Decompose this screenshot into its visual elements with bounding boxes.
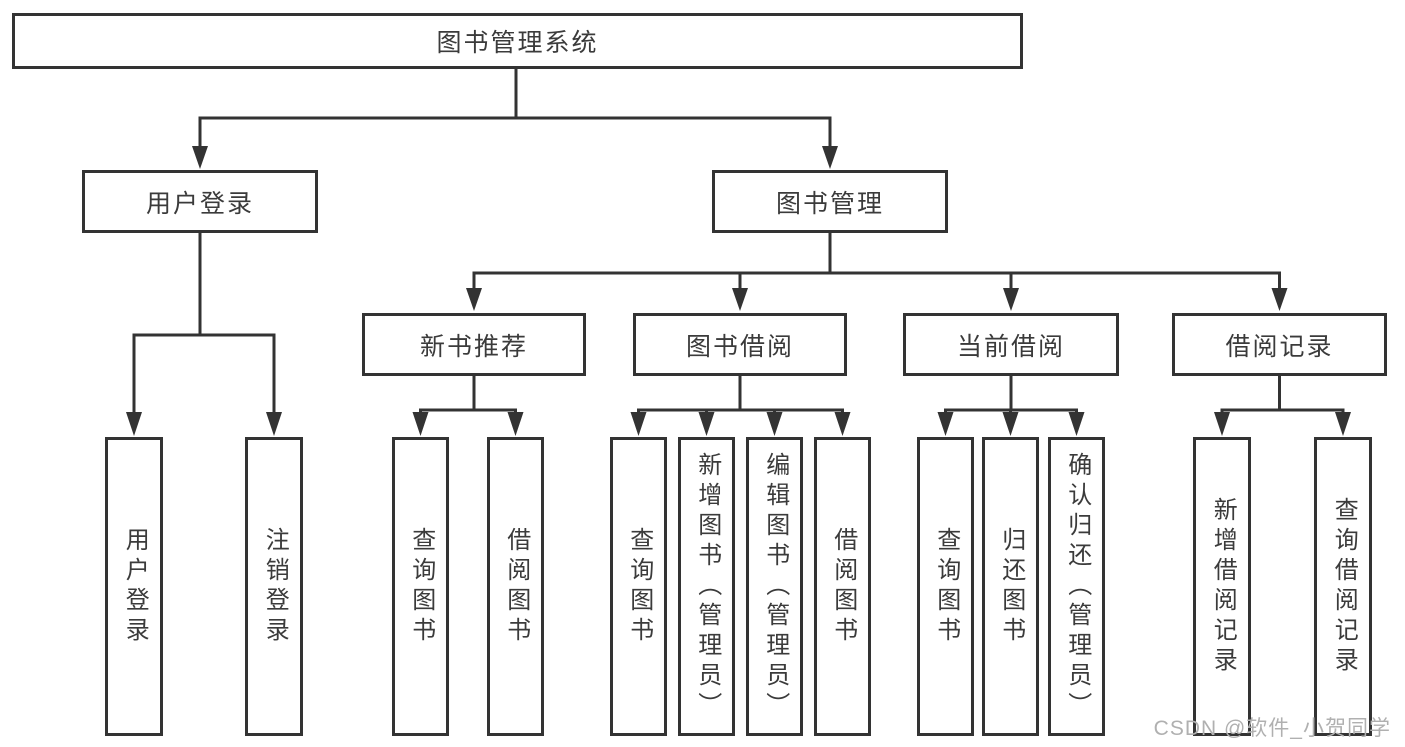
leaf-br-add-record: 新增借阅记录: [1193, 437, 1251, 736]
leaf-bb-borrow-books-label: 借阅图书: [829, 526, 857, 647]
connector-user-login: [132, 231, 276, 418]
leaf-nbr-borrow-books-label: 借阅图书: [502, 526, 530, 647]
leaf-br-query-record-label: 查询借阅记录: [1330, 496, 1358, 677]
leaf-cb-return-books: 归还图书: [982, 437, 1039, 736]
leaf-cb-confirm-return-admin-label: 确认归还（管理员）: [1063, 451, 1091, 722]
node-book-borrowing-label: 图书借阅: [685, 332, 794, 361]
leaf-bb-query-books-label: 查询图书: [625, 526, 653, 647]
node-borrow-records: 借阅记录: [1172, 313, 1387, 376]
leaf-bb-edit-books-admin-label: 编辑图书（管理员）: [761, 451, 789, 722]
connector-current-borrowing: [944, 374, 1078, 418]
leaf-br-add-record-label: 新增借阅记录: [1209, 496, 1237, 677]
leaf-cb-query-books: 查询图书: [917, 437, 974, 736]
leaf-logout: 注销登录: [245, 437, 303, 736]
connector-borrow-records: [1220, 374, 1345, 418]
leaf-bb-add-books-admin: 新增图书（管理员）: [678, 437, 735, 736]
connector-book-management: [472, 231, 1281, 294]
connector-root: [198, 65, 832, 152]
node-borrow-records-label: 借阅记录: [1225, 332, 1334, 361]
leaf-bb-edit-books-admin: 编辑图书（管理员）: [746, 437, 803, 736]
leaf-nbr-query-books: 查询图书: [392, 437, 449, 736]
leaf-bb-borrow-books: 借阅图书: [814, 437, 871, 736]
leaf-cb-confirm-return-admin: 确认归还（管理员）: [1048, 437, 1105, 736]
leaf-nbr-query-books-label: 查询图书: [407, 526, 435, 647]
leaf-bb-add-books-admin-label: 新增图书（管理员）: [693, 451, 721, 722]
connector-book-borrowing: [637, 374, 844, 418]
csdn-watermark: CSDN @软件_小贺同学: [1153, 717, 1391, 740]
leaf-nbr-borrow-books: 借阅图书: [487, 437, 544, 736]
leaf-user-login: 用户登录: [105, 437, 163, 736]
node-book-management-label: 图书管理: [775, 189, 884, 218]
leaf-user-login-label: 用户登录: [121, 526, 149, 647]
connector-new-book-recommend: [419, 374, 517, 418]
node-new-book-recommend-label: 新书推荐: [419, 332, 528, 361]
leaf-bb-query-books: 查询图书: [610, 437, 667, 736]
node-new-book-recommend: 新书推荐: [362, 313, 586, 376]
leaf-br-query-record: 查询借阅记录: [1314, 437, 1372, 736]
leaf-cb-query-books-label: 查询图书: [932, 526, 960, 647]
node-current-borrowing-label: 当前借阅: [956, 332, 1065, 361]
node-book-management: 图书管理: [712, 170, 948, 233]
node-root: 图书管理系统: [12, 13, 1023, 69]
leaf-cb-return-books-label: 归还图书: [997, 526, 1025, 647]
arrowheads: [126, 146, 1351, 436]
node-book-borrowing: 图书借阅: [633, 313, 847, 376]
node-current-borrowing: 当前借阅: [903, 313, 1119, 376]
node-user-login-label: 用户登录: [145, 189, 254, 218]
leaf-logout-label: 注销登录: [261, 526, 289, 647]
node-root-label: 图书管理系统: [436, 29, 599, 57]
node-user-login: 用户登录: [82, 170, 318, 233]
